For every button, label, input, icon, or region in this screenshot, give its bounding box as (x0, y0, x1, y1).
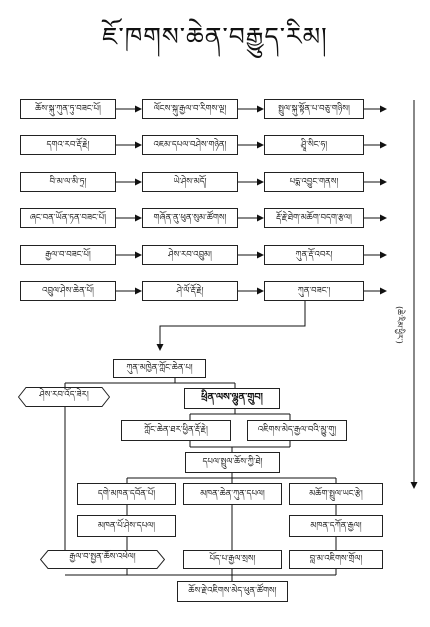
hexagon-shape (40, 550, 165, 569)
lineage-node-r4-c1: ཞང་བན་ཡོན་ཏན་བཟང་པོ། (20, 208, 116, 228)
branch-mid-box: མཁན་ཆེན་ཀུན་དཔལ། (183, 483, 282, 505)
lineage-node-r5-c1: རྒྱལ་བ་བཟང་པོ། (20, 245, 116, 265)
center-master-box: དཔལ་སྤྲུལ་ཆོས་ཀྱི་ཐེ། (185, 452, 280, 473)
sub-right-box: མཁན་དཀོན་རྒྱལ། (289, 515, 383, 537)
left-hexagon-node: ཤེས་རབ་འོད་ཟེར། (18, 387, 110, 407)
lineage-node-r3-c1: བི་མ་ལ་མི་ཏྲ། (20, 172, 116, 192)
side-label: (ཆེ་རིམ་ཕྱིར་) (395, 306, 404, 344)
bottom-hexagon-node: རྒྱལ་བ་སྤྱན་ཆོས་འཕེལ། (40, 550, 165, 569)
dark-emphasis-box: ཕྲིན་ལས་ལྷུན་གྲུབ། (184, 388, 280, 409)
lineage-node-r1-c3: སྤྲུལ་སྐུ་སྟོན་པ་བཅུ་གཉིས། (264, 99, 364, 119)
left-hexagon-label: ཤེས་རབ་འོད་ཟེར། (39, 389, 89, 400)
lineage-node-r3-c3: པདྨ་འབྱུང་གནས། (264, 172, 364, 192)
lineage-node-r6-c2: ཤེ་ལོ་རྡོ་རྗེ། (142, 281, 238, 301)
lineage-node-r1-c2: ལོངས་སྐུ་རྒྱལ་བ་རིགས་ལྔ། (142, 99, 238, 119)
sub-left-box: མཁན་པོ་ཤེས་དཔལ། (77, 515, 176, 537)
bottom-hexagon-label: རྒྱལ་བ་སྤྱན་ཆོས་འཕེལ། (69, 552, 136, 562)
lineage-node-r6-c1: འབྲུལ་ཤེས་ཆེན་པོ། (20, 281, 116, 301)
bottom-mid-box: པོད་པ་རྒྱལ་སྲས། (183, 550, 282, 569)
lineage-node-r4-c2: གཞོན་ནུ་ཕུན་སུམ་ཚོགས། (142, 208, 238, 228)
lineage-node-r2-c3: ཤྲཱི་སིང་ཧ། (264, 135, 364, 155)
lineage-node-r1-c1: ཆོས་སྐུ་ཀུན་ཏུ་བཟང་པོ། (20, 99, 116, 119)
lineage-node-r5-c3: ཀུན་རྡོ་འབར། (264, 245, 364, 265)
branch-right-box: མཆོག་སྤྲུལ་ཡང་རྩེ། (289, 483, 383, 505)
page-title: ཇོ་ཁགས་ཆེན་བརྒྱུད་རིམ། (102, 22, 328, 51)
lineage-node-r2-c1: དགའ་རབ་རྡོ་རྗེ། (20, 135, 116, 155)
final-master-box: ཆོས་རྗེ་འཇིགས་མེད་ཕུན་ཚོགས། (177, 581, 288, 602)
lineage-node-r5-c2: ཤེས་རབ་འབྲུམ། (142, 245, 238, 265)
branch-left-box: དགེ་མཁན་དབོན་པོ། (77, 483, 176, 505)
hexagon-shape (18, 387, 110, 407)
pair-right-box: འཇིགས་མེད་རྒྱལ་བའི་མྱུ་གུ། (247, 420, 347, 441)
main-master-box: ཀུན་མཁྱེན་ཀློང་ཆེན་པ། (113, 359, 206, 378)
lineage-node-r6-c3: ཀུན་བཟང་། (264, 281, 364, 301)
lineage-node-r2-c2: འཇམ་དཔལ་བཤེས་གཉེན། (142, 135, 238, 155)
lineage-node-r3-c2: ཡེ་ཤེས་མདོ། (142, 172, 238, 192)
lineage-node-r4-c3: རྡོ་རྗེ་ཐེག་མཆོག་བདག་རྩལ། (264, 208, 364, 228)
pair-left-box: ཀློང་ཆེན་ཐར་ཕྱིན་རྡོ་རྗེ། (121, 420, 231, 441)
bottom-right-box: བླ་མ་འཇིགས་གྲོལ། (289, 550, 383, 569)
